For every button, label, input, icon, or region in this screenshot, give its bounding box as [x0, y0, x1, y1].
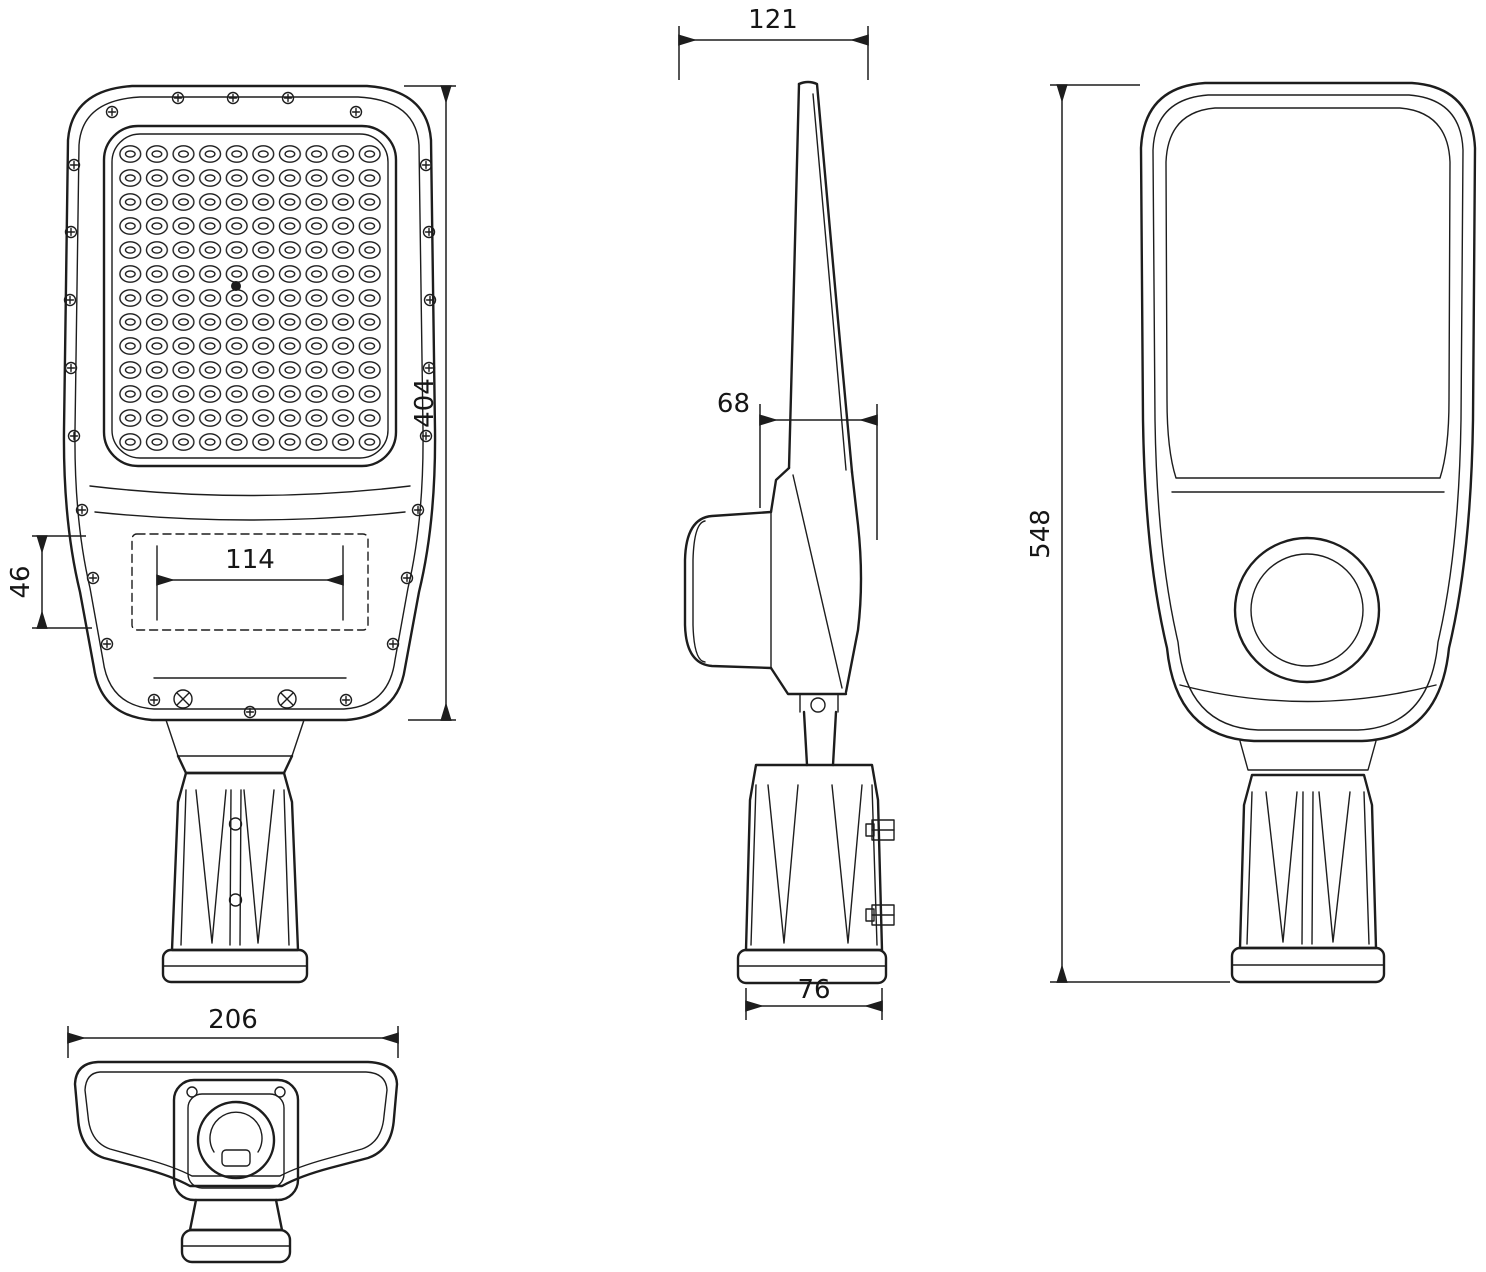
dim-side-body-depth: 68 [717, 389, 750, 419]
hinge-bolt-left [173, 689, 193, 709]
hinge-bolt-right [277, 689, 297, 709]
side-dimensions: 121 68 76 [678, 5, 883, 1020]
bottom-dimensions: 206 [67, 1005, 399, 1058]
driver-compartment [131, 533, 369, 631]
dim-front-total-height: 404 [410, 378, 440, 428]
led-panel [102, 124, 398, 468]
dim-bottom-total-width: 206 [208, 1005, 258, 1035]
back-head-outline [1139, 81, 1477, 743]
back-view [1139, 81, 1477, 984]
front-dimensions: 404 46 114 [6, 85, 456, 721]
bottom-body-outline [73, 1060, 399, 1188]
center-dot [231, 281, 241, 291]
sensor-circle [1233, 536, 1381, 684]
bracket-housing [172, 1078, 300, 1202]
mount-bolts [865, 819, 895, 926]
dim-front-compartment-height: 46 [6, 565, 36, 598]
lens-array [117, 142, 383, 454]
side-view [683, 80, 895, 985]
bottom-view [73, 1060, 399, 1264]
pole-cup-back [1238, 773, 1378, 950]
dim-side-mount-width: 76 [797, 975, 830, 1005]
back-plate [1165, 107, 1451, 479]
pole-entry-circle [196, 1100, 276, 1180]
back-dimensions: 548 [1026, 84, 1230, 983]
pole-cup-front [170, 771, 300, 952]
dim-front-compartment-width: 114 [225, 545, 275, 575]
front-view [62, 84, 437, 984]
dim-side-head-depth: 121 [748, 5, 798, 35]
dim-back-total-height: 548 [1026, 509, 1056, 559]
sensor-knob-side [683, 510, 773, 670]
